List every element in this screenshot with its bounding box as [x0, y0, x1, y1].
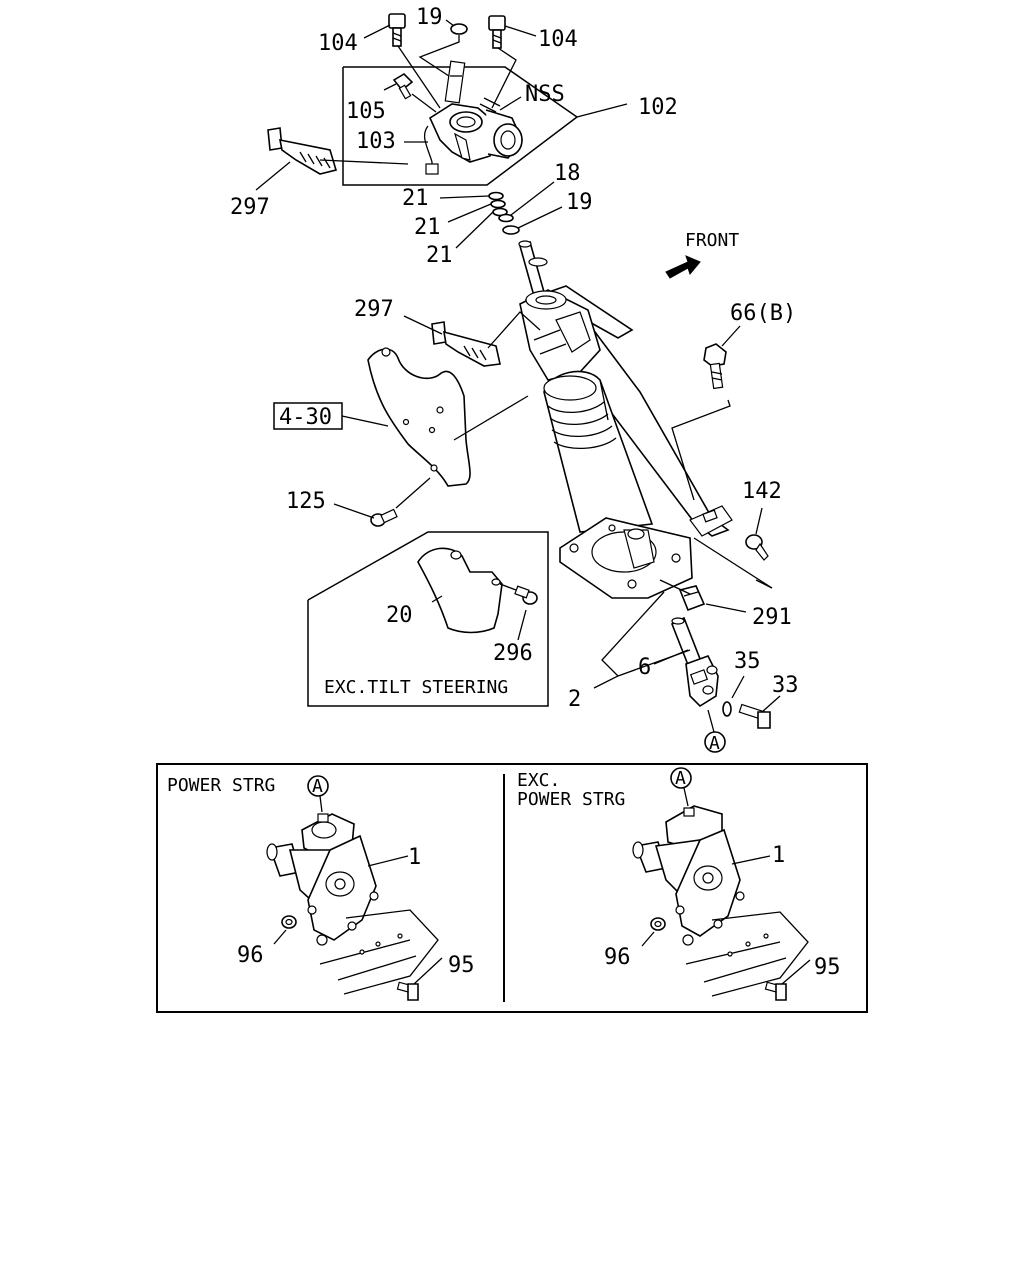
label-105: 105 [346, 99, 386, 124]
inset-right-ref-a: A [675, 768, 686, 789]
ring-18-icon [498, 181, 555, 223]
bolt-95-right-icon [764, 959, 811, 1001]
inset-right-labels: EXC. POWER STRG A 1 96 95 [517, 768, 841, 980]
inset-right-title-line1: EXC. [517, 770, 560, 791]
steering-column-icon [518, 240, 733, 599]
inset-left-title: POWER STRG [167, 775, 275, 796]
nut-96-right-icon [641, 917, 666, 947]
label-33: 33 [772, 673, 799, 698]
label-66b: 66(B) [730, 301, 796, 326]
label-21-c: 21 [426, 243, 453, 268]
label-104-right: 104 [538, 27, 578, 52]
bolt-95-left-icon [396, 957, 443, 1001]
inset-right-title-line2: POWER STRG [517, 789, 625, 810]
label-exc-tilt-steering: EXC.TILT STEERING [324, 677, 508, 698]
label-19-top: 19 [416, 5, 443, 30]
frame-rail-left-icon [319, 909, 439, 995]
label-4-30: 4-30 [279, 405, 332, 430]
manual-steering-gear-icon [632, 767, 771, 946]
inset-left-ref-a: A [312, 776, 323, 797]
front-arrow-icon [665, 255, 701, 279]
leader-2 [593, 591, 691, 689]
exc-tilt-steering-box [307, 531, 549, 707]
label-125: 125 [286, 489, 326, 514]
inset-right-label-96: 96 [604, 945, 631, 970]
label-ref-a-main: A [709, 733, 720, 754]
inset-left-label-1: 1 [408, 845, 421, 870]
ref-a-main-icon [704, 709, 726, 753]
label-front: FRONT [685, 230, 739, 251]
washer-35-icon [722, 675, 745, 717]
screw-105-icon [383, 72, 437, 113]
o-ring-19-mid-icon [502, 206, 563, 235]
harness-clip-297-top-icon [255, 127, 409, 191]
frame-rail-right-icon [685, 911, 809, 997]
label-297-mid: 297 [354, 297, 394, 322]
assembly-102-box [342, 66, 628, 186]
label-103: 103 [356, 129, 396, 154]
label-102: 102 [638, 95, 678, 120]
bolt-33-icon [738, 695, 781, 729]
harness-clip-297-mid-icon [403, 311, 541, 367]
inset-left-label-95: 95 [448, 953, 475, 978]
label-nss: NSS [525, 82, 565, 107]
label-296: 296 [493, 641, 533, 666]
clip-142-icon [693, 507, 773, 589]
label-6: 6 [638, 655, 651, 680]
inset-left-labels: POWER STRG A 1 96 95 [167, 775, 475, 978]
inset-right-label-1: 1 [772, 843, 785, 868]
label-21-b: 21 [414, 215, 441, 240]
cover-4-30-icon [273, 347, 529, 487]
nut-96-left-icon [273, 915, 297, 945]
bolt-296-icon [499, 583, 538, 641]
label-297-top: 297 [230, 195, 270, 220]
label-291: 291 [752, 605, 792, 630]
o-ring-19-top-icon [418, 19, 468, 81]
label-2: 2 [568, 687, 581, 712]
bracket-20-icon [417, 547, 503, 634]
label-104-left: 104 [318, 31, 358, 56]
clip-291-icon [659, 579, 747, 613]
power-steering-gear-icon [266, 775, 409, 946]
main-labels: 104 19 104 NSS 105 102 103 297 21 18 21 … [230, 5, 799, 754]
label-20: 20 [386, 603, 413, 628]
label-35: 35 [734, 649, 761, 674]
inset-left-label-96: 96 [237, 943, 264, 968]
label-142: 142 [742, 479, 782, 504]
steering-lock-102-icon [424, 60, 523, 175]
bolt-66b-icon [671, 325, 741, 501]
steering-gear-inset-frame [156, 763, 868, 1013]
bolt-125-icon [333, 477, 431, 527]
washers-21-stack-icon [439, 191, 508, 249]
bolt-104-right-icon [488, 15, 537, 109]
label-19-mid: 19 [566, 190, 593, 215]
label-18: 18 [554, 161, 581, 186]
intermediate-shaft-6-icon [653, 616, 719, 708]
bolt-104-left-icon [363, 13, 441, 109]
inset-right-label-95: 95 [814, 955, 841, 980]
label-21-a: 21 [402, 186, 429, 211]
